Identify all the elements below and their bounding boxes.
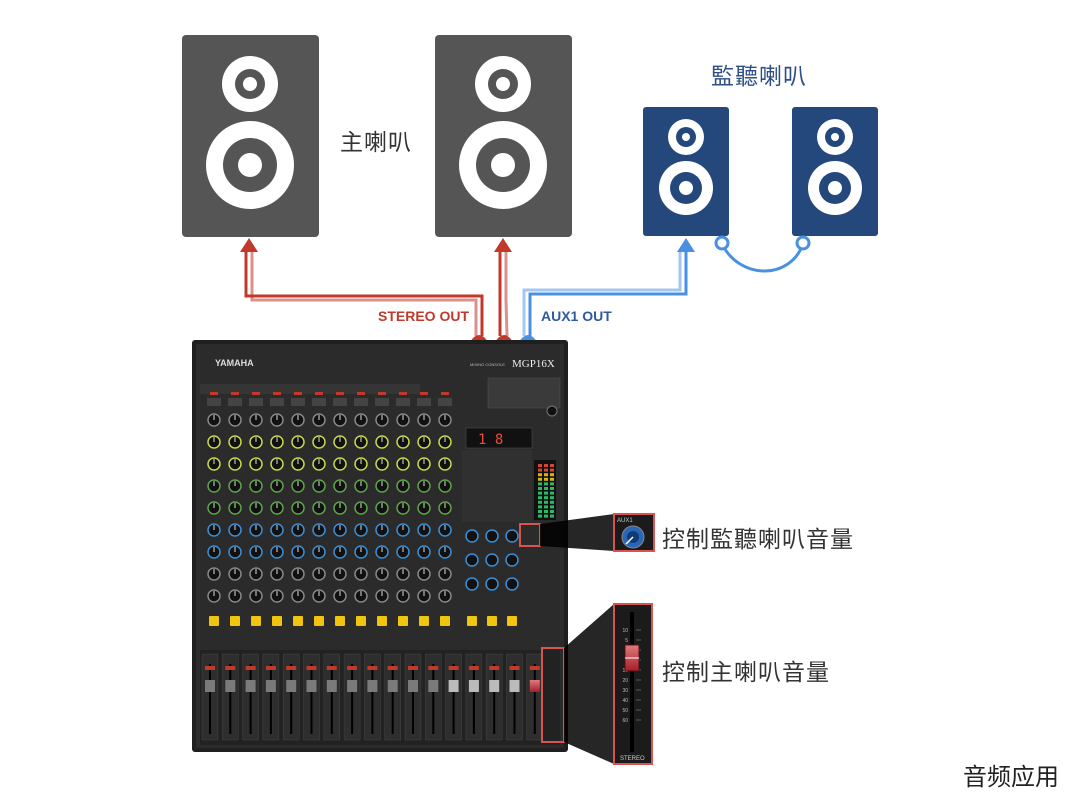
fader-scale-label: 5 (625, 638, 628, 644)
channel-fader (364, 654, 380, 740)
channel-fader (222, 654, 238, 740)
channel-fader (283, 654, 299, 740)
fader-scale-label: 60 (622, 718, 628, 724)
fader-scale-label: 30 (622, 688, 628, 694)
stereo-fader-zoom-beam (564, 604, 614, 764)
watermark-text: 音频应用 (963, 757, 1059, 792)
channel-fader (425, 654, 441, 740)
main-speaker-right (435, 35, 572, 237)
arrow-main-right (494, 238, 512, 252)
channel-fader (344, 654, 360, 740)
channel-fader (263, 654, 279, 740)
main-speaker-left (182, 35, 319, 237)
main-speaker-label: 主喇叭 (340, 123, 412, 157)
channel-fader (385, 654, 401, 740)
channel-fader (507, 654, 523, 740)
aux1-out-label: AUX1 OUT (541, 308, 612, 324)
fader-scale-label: 40 (622, 698, 628, 704)
fader-scale-label: 10 (622, 628, 628, 634)
control-monitor-volume-label: 控制監聽喇叭音量 (662, 520, 854, 554)
fader-scale-label: 20 (622, 678, 628, 684)
channel-fader (202, 654, 218, 740)
svg-text:1 8: 1 8 (478, 432, 503, 448)
stereo-fader-zoom: 10505102030405060 STEREO (614, 604, 652, 764)
arrow-monitor (677, 238, 695, 252)
aux1-knob-zoom-label: AUX1 (617, 518, 633, 524)
channel-fader (304, 654, 320, 740)
monitor-speaker-left (643, 107, 729, 236)
stereo-fader-zoom-label: STEREO (620, 756, 645, 762)
mixer-subtitle: MIXING CONSOLE (470, 362, 505, 367)
mixer-console: YAMAHA MIXING CONSOLE MGP16X 1 8 (192, 340, 568, 752)
channel-fader (243, 654, 259, 740)
channel-fader (446, 654, 462, 740)
channel-fader (486, 654, 502, 740)
control-main-volume-label: 控制主喇叭音量 (662, 653, 830, 687)
mixer-brand: YAMAHA (215, 358, 254, 368)
channel-fader (466, 654, 482, 740)
mixer-model: MGP16X (512, 358, 555, 370)
monitor-speaker-right (792, 107, 878, 236)
monitor-link-cable (716, 237, 809, 271)
arrow-main-left (240, 238, 258, 252)
aux1-knob-zoom: AUX1 (614, 514, 654, 551)
channel-fader (527, 654, 543, 740)
monitor-speaker-label: 監聽喇叭 (711, 57, 807, 91)
channel-fader (405, 654, 421, 740)
fader-scale-label: 50 (622, 708, 628, 714)
stereo-out-label: STEREO OUT (378, 308, 469, 324)
channel-fader (324, 654, 340, 740)
